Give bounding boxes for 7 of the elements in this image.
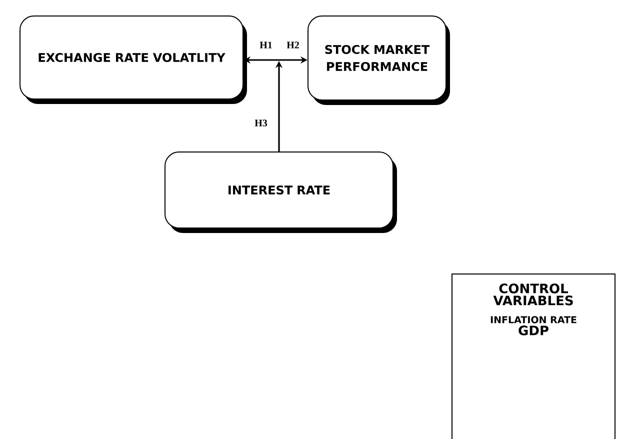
rounded-box: STOCK MARKET PERFORMANCE <box>308 16 450 105</box>
rounded-box: EXCHANGE RATE VOLATLITY <box>20 16 247 104</box>
hypothesis-label: H2 <box>286 42 299 48</box>
rounded-box: INTEREST RATE <box>164 152 397 233</box>
edge-label: H3 <box>254 118 268 128</box>
hypothesis-label: H1 <box>260 42 272 48</box>
variables-box: CONTROL VARIABLES INFLATION RATE GDP <box>452 274 616 439</box>
